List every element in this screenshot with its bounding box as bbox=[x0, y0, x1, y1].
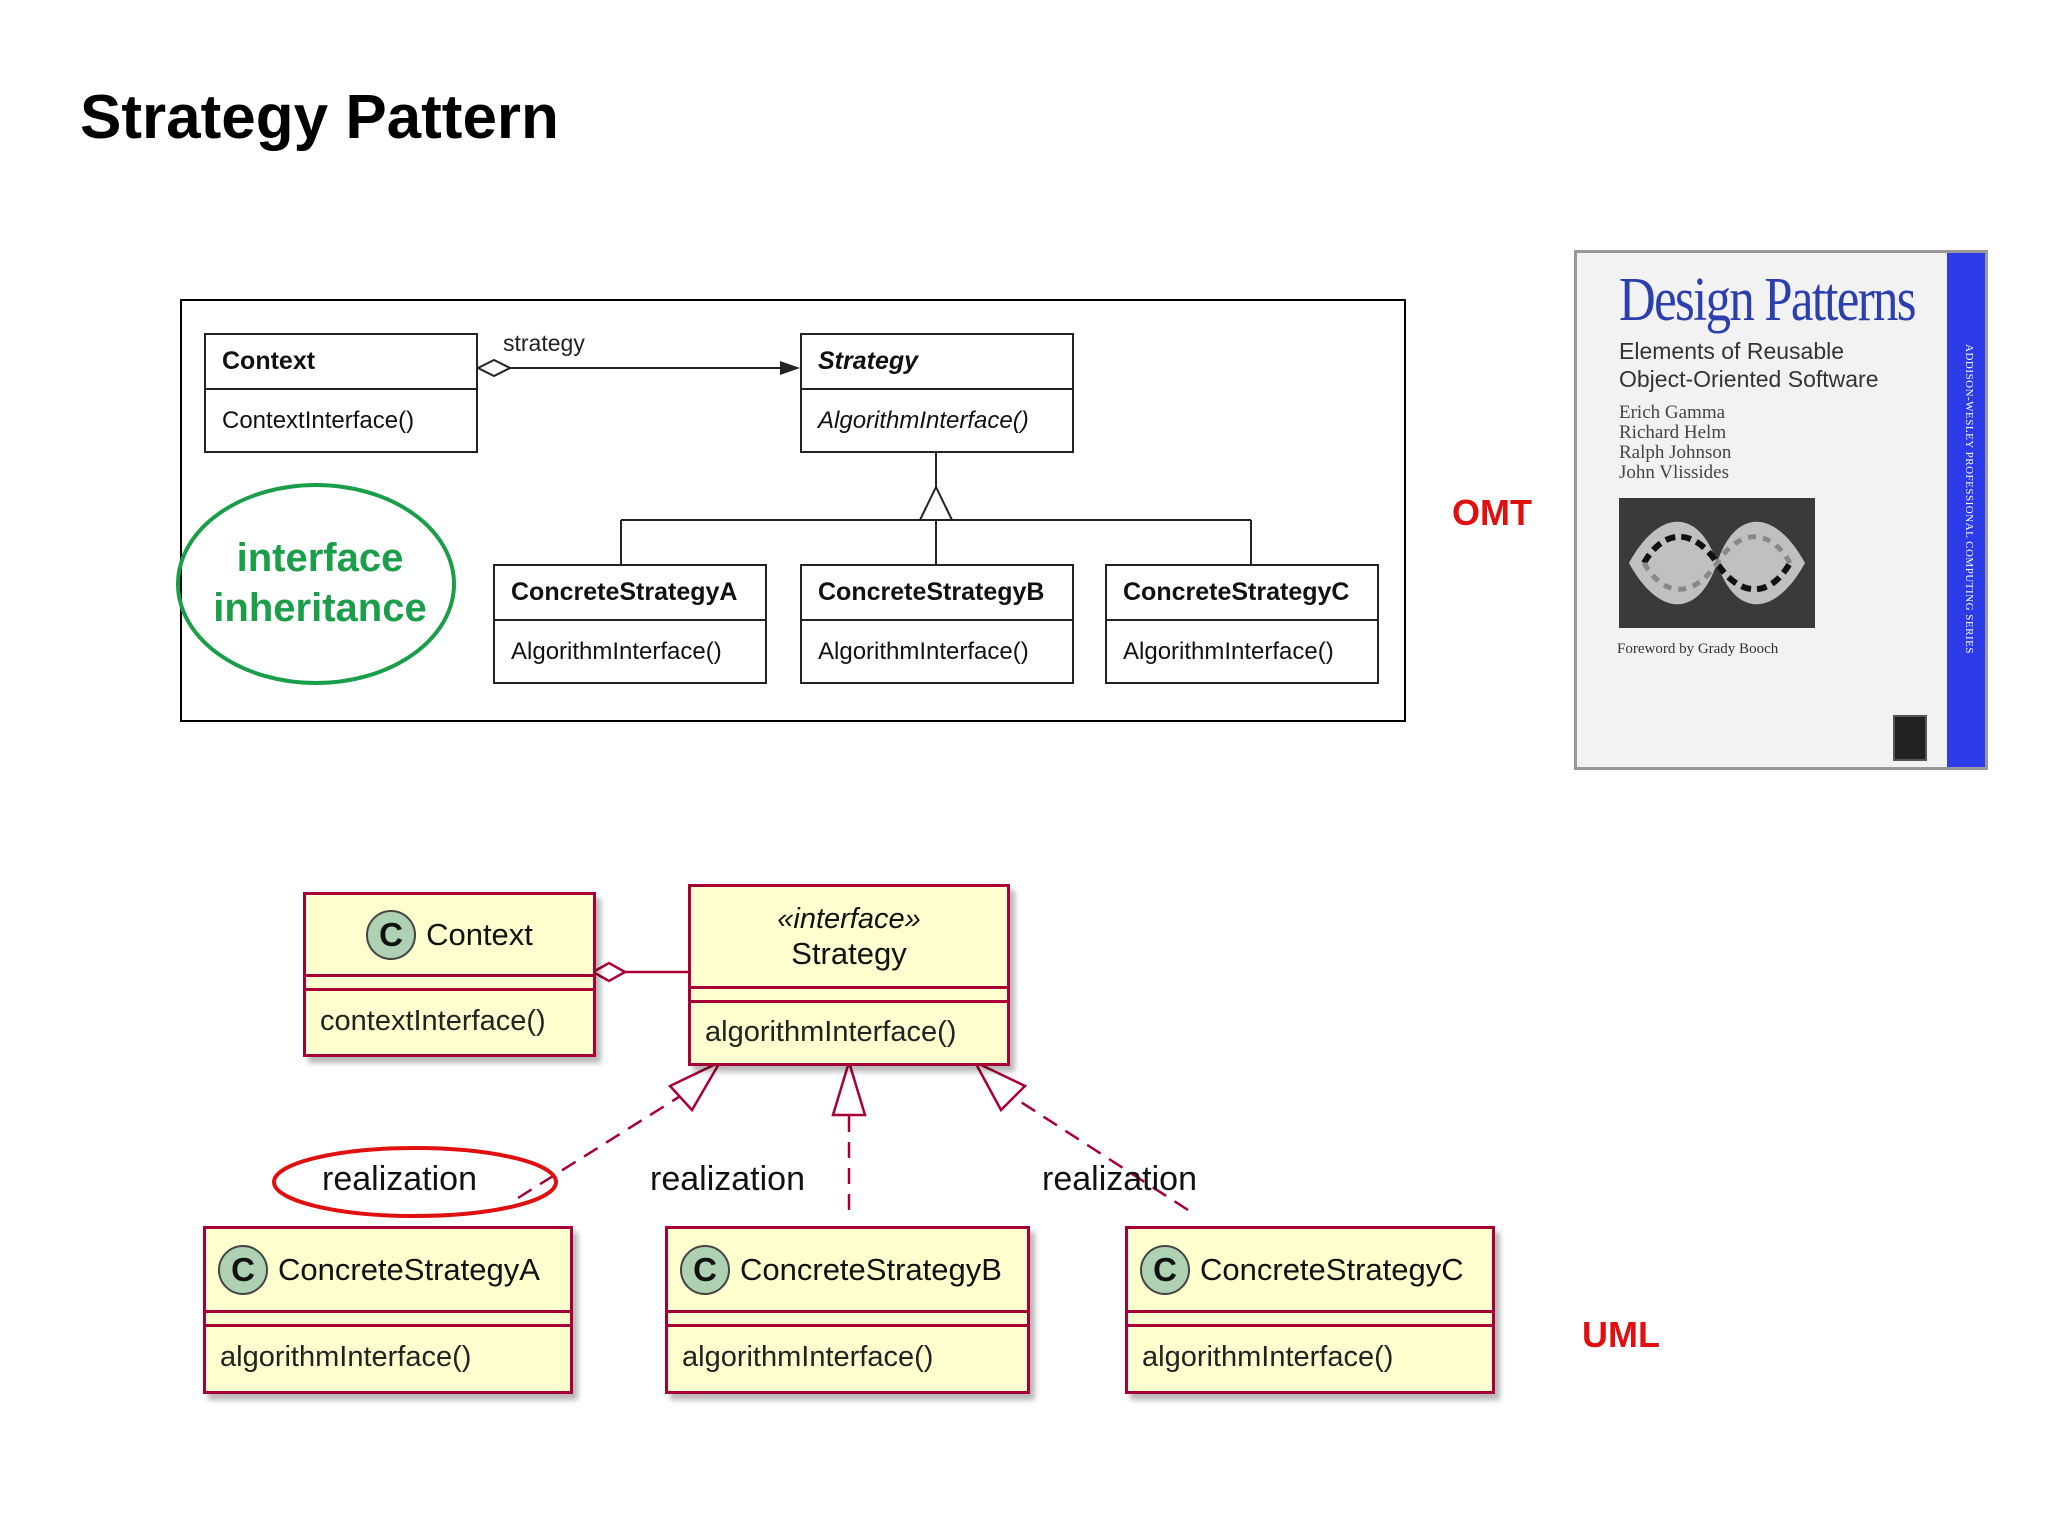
omt-concrete-a-name: ConcreteStrategyA bbox=[495, 566, 765, 621]
omt-concrete-b-name: ConcreteStrategyB bbox=[802, 566, 1072, 621]
uml-realization-label-a: realization bbox=[322, 1160, 477, 1198]
interface-inheritance-label: interface inheritance bbox=[200, 533, 440, 633]
omt-diagram-frame bbox=[180, 299, 1406, 722]
interface-label-line1: interface bbox=[236, 536, 404, 580]
uml-concrete-strategy-c: C ConcreteStrategyC algorithmInterface() bbox=[1125, 1226, 1495, 1394]
association-arrow-icon bbox=[780, 361, 800, 375]
omt-concrete-c-operation: AlgorithmInterface() bbox=[1123, 637, 1334, 665]
omt-concrete-strategy-a: ConcreteStrategyA AlgorithmInterface() bbox=[493, 564, 767, 684]
omt-context-operation: ContextInterface() bbox=[222, 406, 415, 434]
uml-concrete-c-name: ConcreteStrategyC bbox=[1200, 1251, 1464, 1287]
omt-notation-label: OMT bbox=[1452, 492, 1532, 533]
uml-realization-arrow-icon bbox=[667, 1059, 724, 1113]
uml-notation-label: UML bbox=[1582, 1314, 1660, 1355]
uml-concrete-a-name: ConcreteStrategyA bbox=[278, 1251, 540, 1287]
book-subtitle: Elements of Reusable Object-Oriented Sof… bbox=[1619, 337, 1929, 393]
uml-realization-label-c: realization bbox=[1042, 1160, 1197, 1198]
uml-concrete-b-name: ConcreteStrategyB bbox=[740, 1251, 1002, 1287]
book-publisher-logo bbox=[1893, 715, 1927, 761]
book-foreword: Foreword by Grady Booch bbox=[1617, 641, 1779, 657]
class-badge-icon: C bbox=[218, 1244, 268, 1295]
book-author: Ralph Johnson bbox=[1619, 442, 1732, 463]
uml-context-method: contextInterface() bbox=[320, 1004, 546, 1037]
interface-label-line2: inheritance bbox=[213, 586, 427, 630]
omt-context-class: Context ContextInterface() bbox=[204, 333, 478, 453]
uml-concrete-strategy-a: C ConcreteStrategyA algorithmInterface() bbox=[203, 1226, 573, 1394]
book-subtitle-line2: Object-Oriented Software bbox=[1619, 366, 1879, 392]
uml-context-class: C Context contextInterface() bbox=[303, 892, 596, 1057]
omt-strategy-operation: AlgorithmInterface() bbox=[818, 406, 1029, 434]
interface-inheritance-ellipse bbox=[176, 483, 456, 685]
page-title: Strategy Pattern bbox=[80, 83, 559, 152]
uml-strategy-stereotype: «interface» bbox=[777, 902, 921, 935]
class-badge-icon: C bbox=[366, 909, 417, 960]
omt-concrete-strategy-c: ConcreteStrategyC AlgorithmInterface() bbox=[1105, 564, 1379, 684]
association-label: strategy bbox=[503, 330, 585, 356]
book-author: John Vlissides bbox=[1619, 462, 1729, 483]
uml-concrete-strategy-b: C ConcreteStrategyB algorithmInterface() bbox=[665, 1226, 1030, 1394]
uml-context-header: C Context bbox=[306, 895, 593, 977]
uml-concrete-a-header: C ConcreteStrategyA bbox=[206, 1229, 570, 1313]
omt-concrete-c-name: ConcreteStrategyC bbox=[1107, 566, 1377, 621]
realization-highlight-ellipse bbox=[272, 1146, 558, 1218]
omt-strategy-class: Strategy AlgorithmInterface() bbox=[800, 333, 1074, 453]
omt-context-name: Context bbox=[206, 335, 476, 390]
uml-strategy-interface: «interface» Strategy algorithmInterface(… bbox=[688, 884, 1010, 1066]
uml-strategy-header: «interface» Strategy bbox=[691, 887, 1007, 989]
uml-concrete-b-header: C ConcreteStrategyB bbox=[668, 1229, 1027, 1313]
book-subtitle-line1: Elements of Reusable bbox=[1619, 338, 1845, 364]
book-author: Richard Helm bbox=[1619, 422, 1727, 443]
book-title: Design Patterns bbox=[1619, 266, 1917, 334]
uml-realization-arrow-icon bbox=[972, 1059, 1028, 1113]
uml-aggregation-diamond-icon bbox=[590, 961, 628, 983]
book-authors: Erich Gamma Richard Helm Ralph Johnson J… bbox=[1619, 403, 1731, 483]
uml-context-name: Context bbox=[426, 916, 533, 952]
book-cover-artwork bbox=[1619, 498, 1815, 628]
book-author: Erich Gamma bbox=[1619, 402, 1726, 423]
uml-concrete-b-method: algorithmInterface() bbox=[682, 1341, 934, 1373]
class-badge-icon: C bbox=[1140, 1244, 1190, 1295]
uml-concrete-c-header: C ConcreteStrategyC bbox=[1128, 1229, 1492, 1313]
uml-concrete-c-method: algorithmInterface() bbox=[1142, 1341, 1394, 1373]
book-spine: ADDISON-WESLEY PROFESSIONAL COMPUTING SE… bbox=[1947, 253, 1985, 767]
uml-strategy-name: Strategy bbox=[791, 935, 907, 971]
omt-concrete-strategy-b: ConcreteStrategyB AlgorithmInterface() bbox=[800, 564, 1074, 684]
omt-strategy-name: Strategy bbox=[802, 335, 1072, 390]
uml-strategy-method: algorithmInterface() bbox=[705, 1015, 957, 1048]
uml-realization-label-b: realization bbox=[650, 1160, 805, 1198]
class-badge-icon: C bbox=[680, 1244, 730, 1295]
uml-concrete-a-method: algorithmInterface() bbox=[220, 1341, 472, 1373]
omt-concrete-a-operation: AlgorithmInterface() bbox=[511, 637, 722, 665]
design-patterns-book-cover: ADDISON-WESLEY PROFESSIONAL COMPUTING SE… bbox=[1574, 250, 1988, 770]
uml-realization-arrow-icon bbox=[831, 1057, 867, 1117]
omt-concrete-b-operation: AlgorithmInterface() bbox=[818, 637, 1029, 665]
